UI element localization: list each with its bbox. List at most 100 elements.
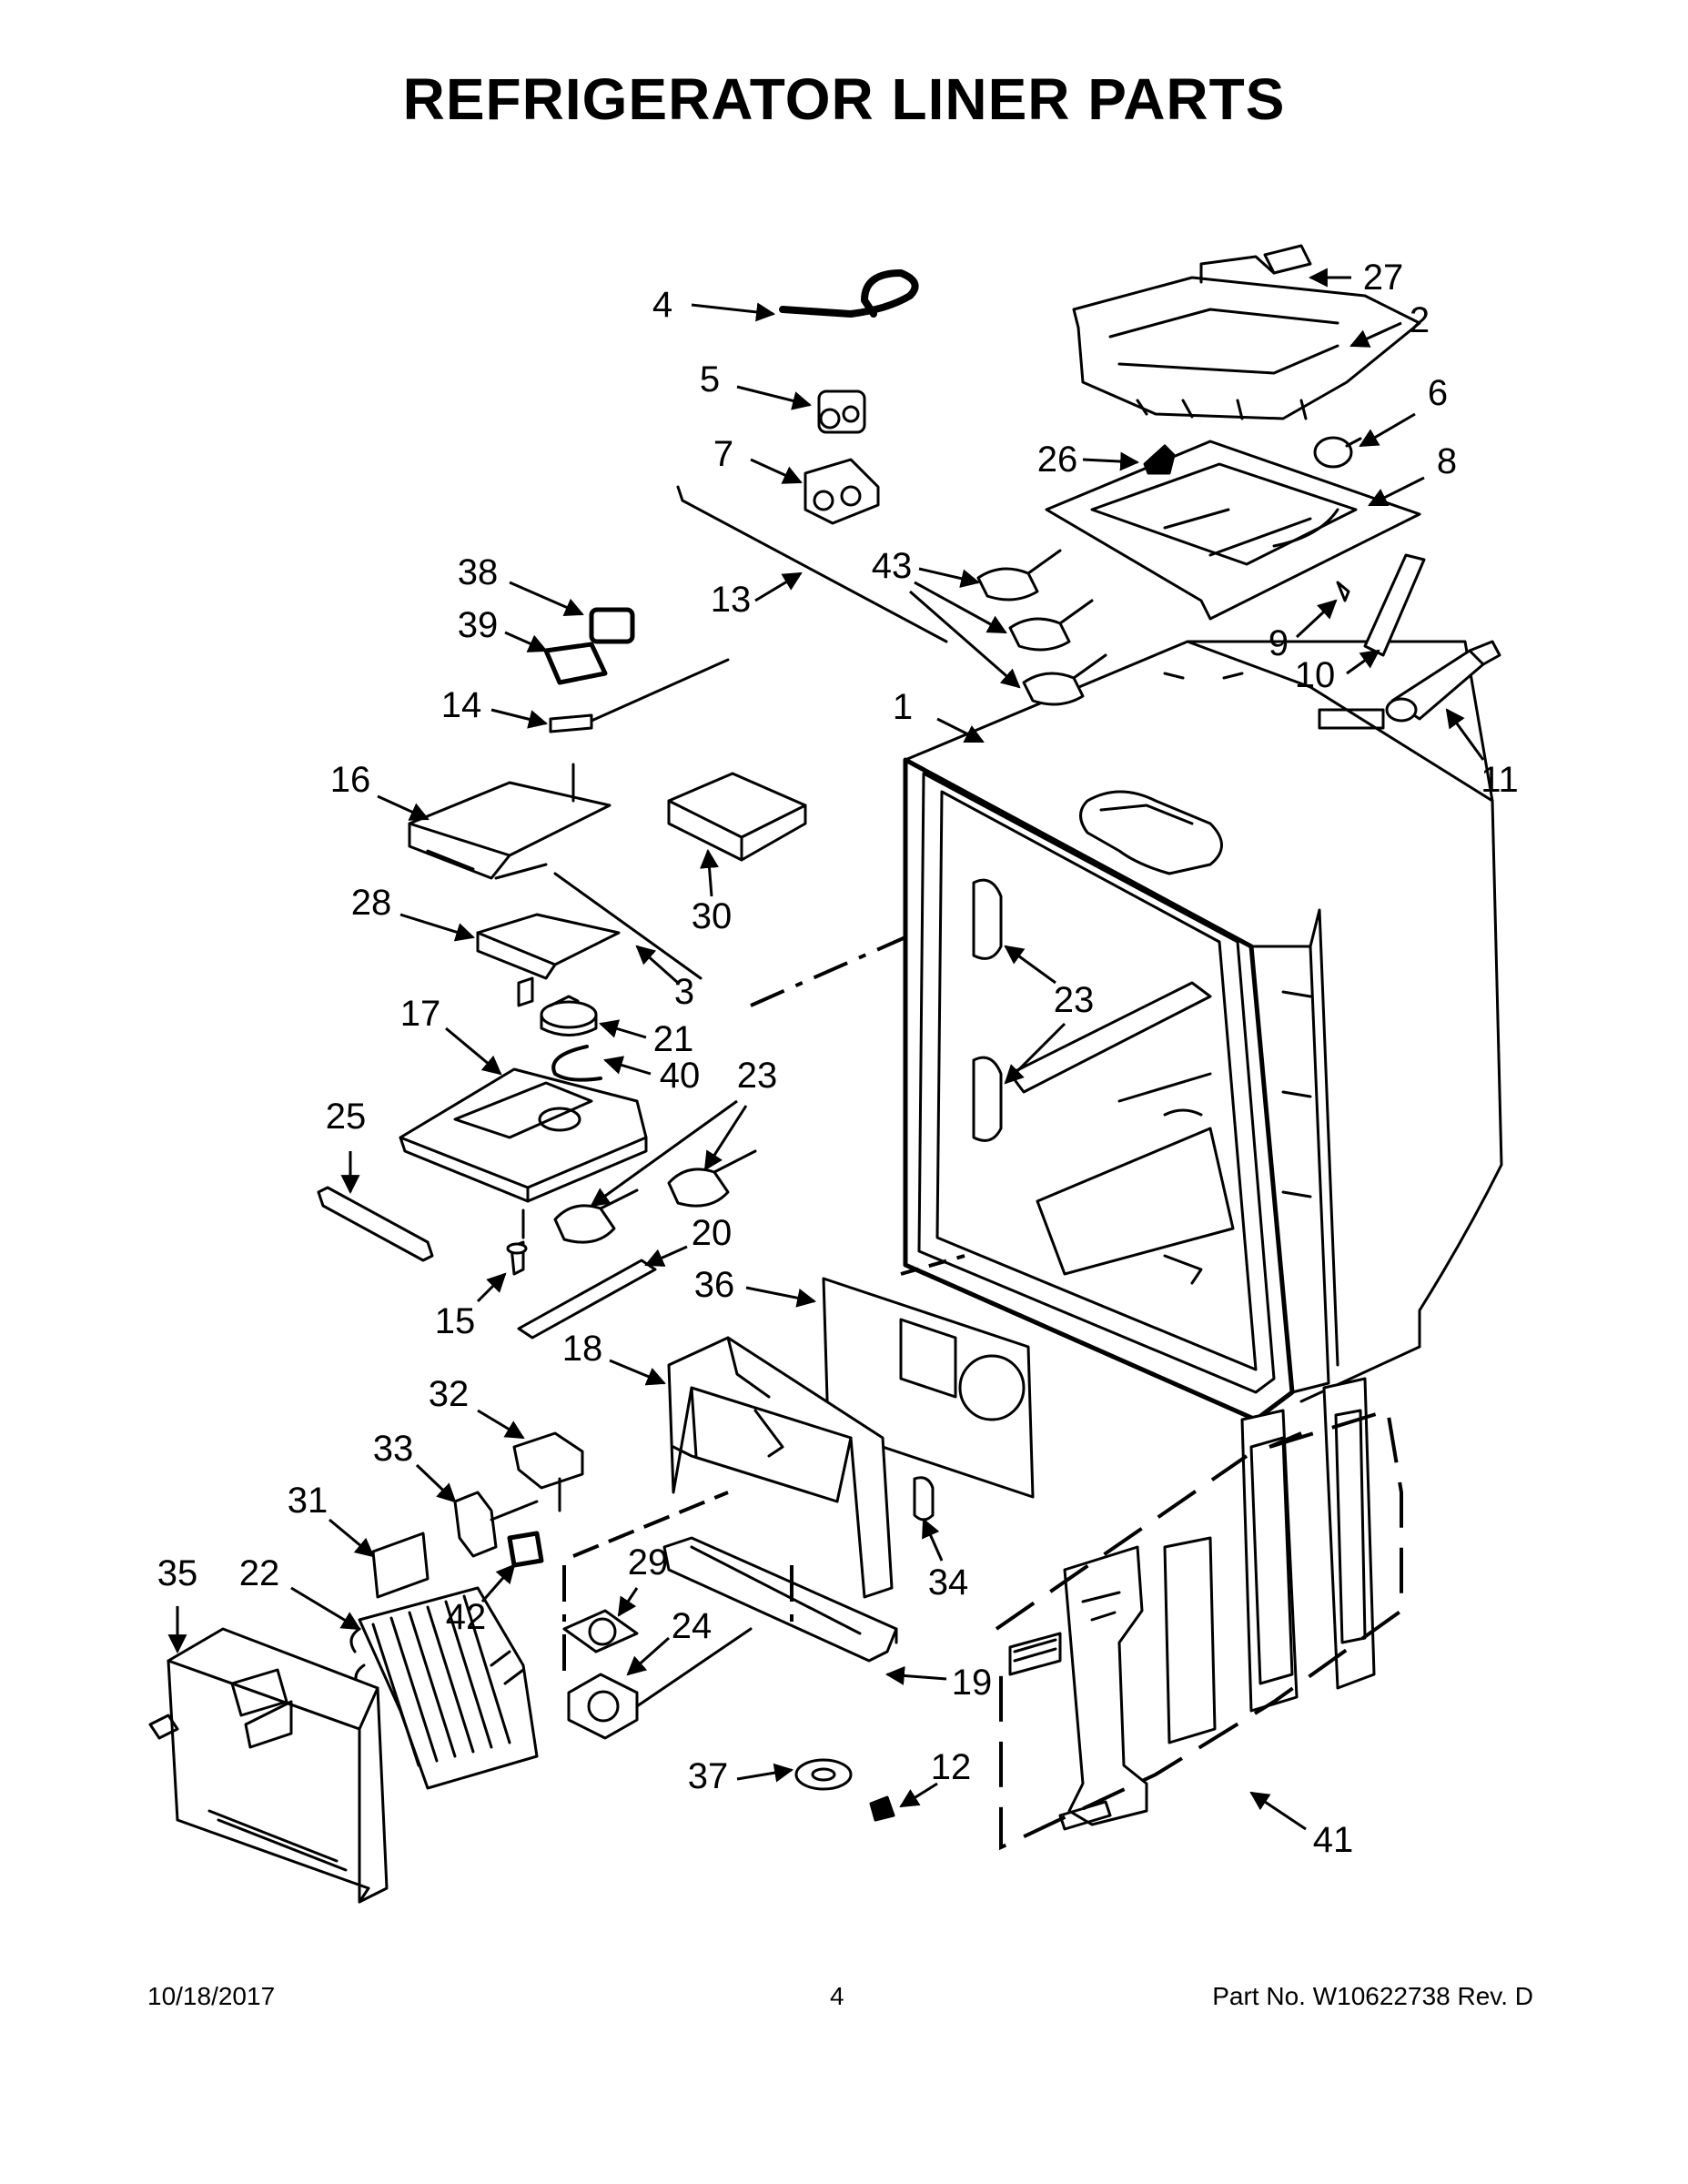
callouts: 1 2 3 4 5 6 7	[157, 258, 1519, 1860]
svg-text:10: 10	[1295, 655, 1336, 695]
callout-11: 11	[1445, 708, 1519, 800]
svg-text:26: 26	[1037, 440, 1078, 480]
callout-36: 36	[694, 1265, 817, 1308]
svg-text:20: 20	[692, 1213, 733, 1253]
callout-23a: 23	[1004, 945, 1094, 1085]
page-title: REFRIGERATOR LINER PARTS	[402, 66, 1286, 132]
callout-15: 15	[435, 1272, 507, 1341]
callout-32: 32	[429, 1374, 525, 1440]
callout-20: 20	[644, 1213, 733, 1267]
svg-text:39: 39	[458, 605, 499, 645]
part-board-28	[476, 872, 702, 980]
svg-text:31: 31	[288, 1481, 329, 1521]
part-valve	[817, 389, 866, 434]
svg-text:18: 18	[562, 1329, 603, 1369]
part-screw-15	[506, 1240, 528, 1276]
part-tube	[779, 269, 919, 318]
svg-text:35: 35	[157, 1553, 198, 1593]
callout-41: 41	[1249, 1791, 1353, 1860]
part-top-plate	[1045, 440, 1421, 621]
svg-text:29: 29	[628, 1542, 669, 1582]
callout-16: 16	[330, 760, 430, 821]
svg-text:12: 12	[931, 1747, 972, 1787]
part-evap-pan-19	[662, 1536, 898, 1663]
part-fan-housing-17	[399, 1067, 648, 1239]
callout-13: 13	[711, 571, 803, 620]
svg-text:32: 32	[429, 1374, 470, 1414]
callout-42: 42	[446, 1563, 516, 1637]
part-light-modules	[976, 549, 1107, 706]
part-cover-30	[667, 772, 807, 862]
footer-part-number: Part No. W10622738 Rev. D	[1212, 1982, 1533, 2010]
callout-9: 9	[1269, 599, 1338, 663]
svg-text:15: 15	[435, 1301, 476, 1341]
callout-8: 8	[1368, 441, 1457, 507]
svg-text:34: 34	[928, 1562, 969, 1603]
part-evaporator-cover-18	[667, 1336, 894, 1599]
part-rear-cover-35	[148, 1627, 389, 1904]
callout-27: 27	[1308, 258, 1404, 298]
part-grommet-37	[794, 1758, 853, 1791]
part-bracket-25	[317, 1186, 434, 1262]
callout-7: 7	[713, 434, 803, 484]
svg-text:38: 38	[458, 552, 499, 592]
callout-24: 24	[626, 1606, 713, 1676]
svg-text:40: 40	[660, 1056, 701, 1096]
callout-35: 35	[157, 1553, 198, 1654]
part-rod	[676, 485, 948, 643]
part-lights-23-lower	[553, 1149, 757, 1244]
callout-18: 18	[562, 1329, 666, 1386]
callout-14: 14	[441, 685, 549, 729]
callout-22: 22	[239, 1553, 361, 1631]
part-dispenser-41	[1008, 1377, 1376, 1831]
part-cap	[1313, 436, 1362, 469]
svg-text:43: 43	[872, 546, 913, 586]
svg-text:17: 17	[400, 994, 441, 1034]
svg-text:24: 24	[672, 1606, 713, 1646]
svg-text:27: 27	[1363, 258, 1404, 298]
part-clip	[1143, 444, 1176, 475]
part-control-housing	[1072, 244, 1421, 420]
svg-text:2: 2	[1410, 300, 1430, 340]
svg-text:1: 1	[893, 687, 913, 727]
callout-12: 12	[899, 1747, 972, 1808]
svg-text:28: 28	[351, 883, 392, 923]
part-gasket-42	[507, 1531, 544, 1568]
svg-text:25: 25	[326, 1097, 367, 1137]
svg-text:23: 23	[737, 1056, 778, 1096]
part-duct-32	[512, 1431, 584, 1512]
callout-10: 10	[1295, 649, 1380, 695]
part-evaporator-22	[349, 1586, 539, 1790]
part-fan-24	[567, 1627, 753, 1740]
svg-text:5: 5	[700, 359, 720, 399]
part-water-filter	[1385, 640, 1501, 723]
callout-31: 31	[288, 1481, 375, 1558]
part-clip-12	[869, 1795, 895, 1822]
part-fan-29-bracket	[562, 1609, 639, 1653]
part-screw-9	[1336, 581, 1350, 602]
svg-text:3: 3	[674, 972, 694, 1012]
callout-26: 26	[1037, 440, 1140, 480]
callout-2: 2	[1349, 300, 1430, 348]
callout-43: 43	[872, 546, 1021, 689]
callout-23b: 23	[590, 1056, 778, 1208]
part-gasket-39	[543, 642, 608, 685]
svg-text:6: 6	[1428, 373, 1448, 413]
callout-21: 21	[598, 1019, 693, 1059]
callout-30: 30	[692, 848, 732, 936]
callout-39: 39	[458, 605, 548, 652]
part-control-board-16	[408, 763, 612, 880]
svg-text:4: 4	[652, 285, 672, 325]
part-sensor-14	[549, 658, 730, 733]
callout-38: 38	[458, 552, 584, 617]
svg-text:14: 14	[441, 685, 482, 725]
svg-text:9: 9	[1269, 623, 1289, 663]
svg-text:16: 16	[330, 760, 371, 800]
svg-text:7: 7	[713, 434, 733, 474]
callout-19: 19	[884, 1663, 992, 1703]
callout-5: 5	[700, 359, 813, 410]
footer-page-number: 4	[830, 1982, 844, 2010]
part-liner	[903, 640, 1503, 1422]
